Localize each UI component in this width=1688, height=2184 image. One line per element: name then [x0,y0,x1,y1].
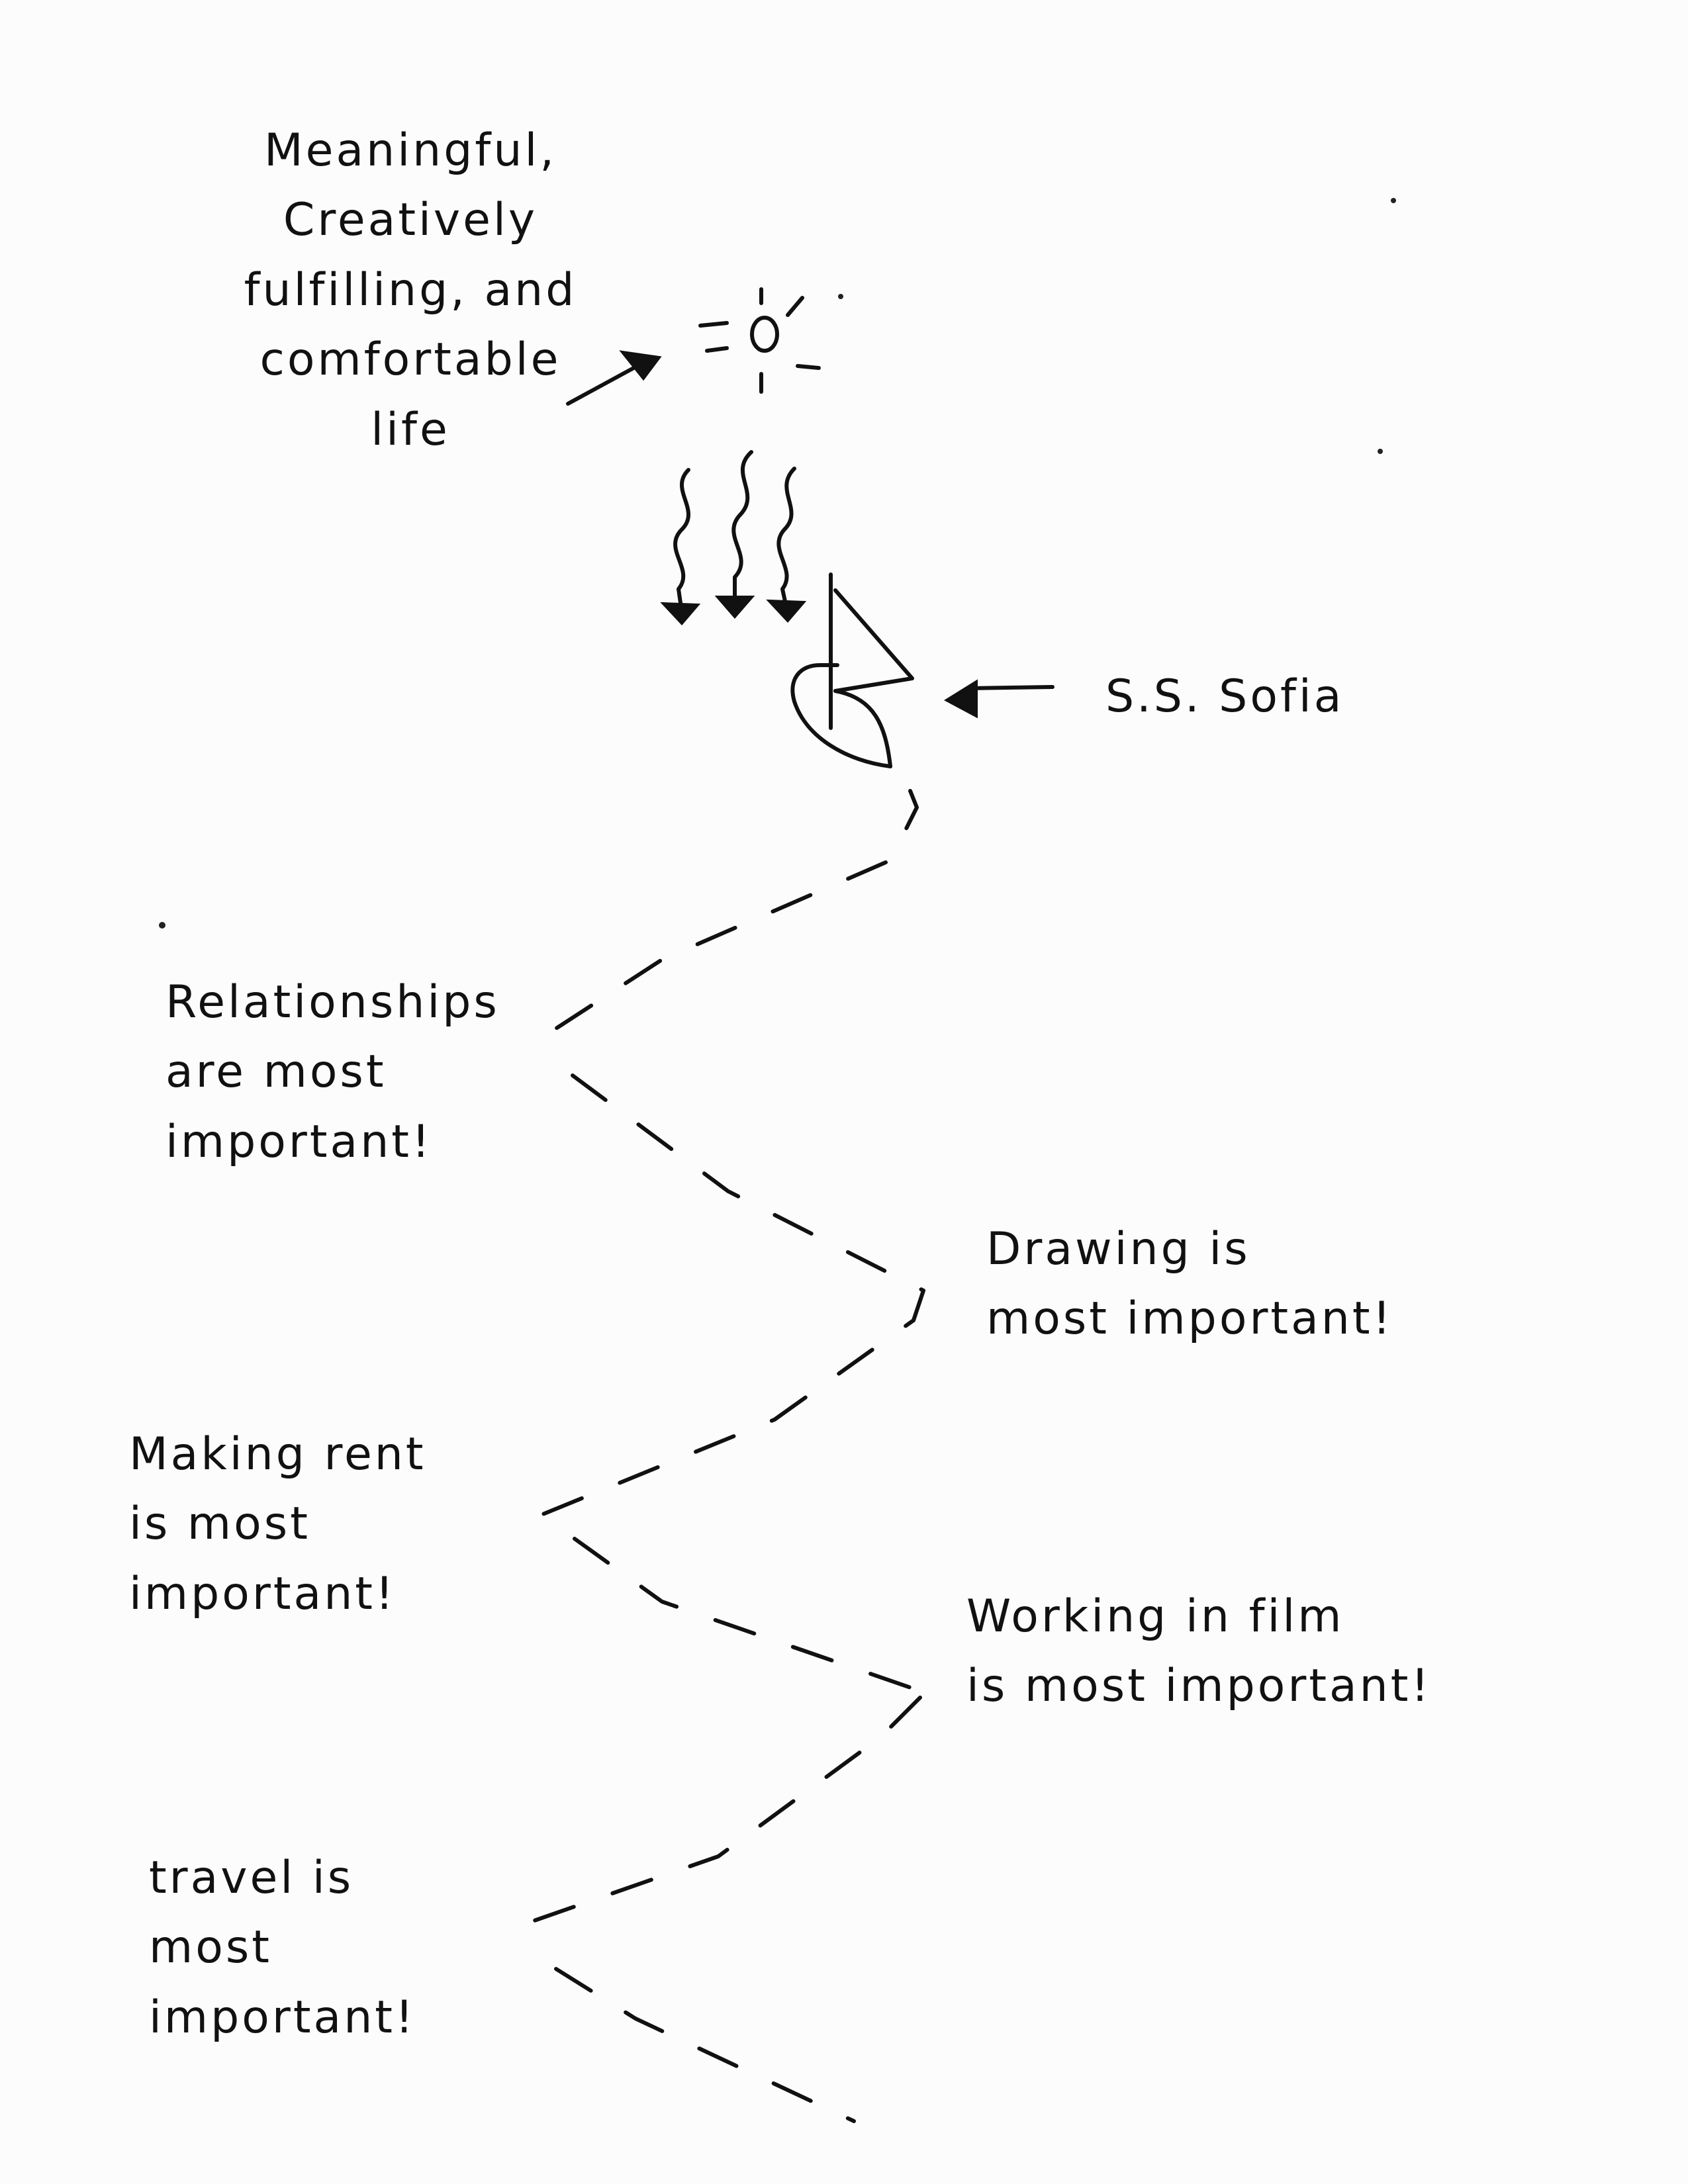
rent-label: Making rent is most important! [129,1428,426,1620]
travel-label: travel is most important! [149,1852,416,2044]
speck [159,922,165,929]
goal-label: Meaningful, Creatively fulfilling, and c… [244,124,577,456]
drawing-label: Drawing is most important! [986,1223,1393,1345]
course-path [508,789,925,2123]
sun-icon [698,287,843,394]
arrow-icon [566,350,662,406]
speck [1378,449,1383,454]
arrow-icon [944,679,1055,719]
relationships-label: Relationships are most important! [165,976,500,1168]
wavy-arrow-icon [660,450,807,625]
sailboat-icon [790,572,914,768]
speck [1391,198,1396,203]
film-label: Working in film is most important! [966,1590,1432,1713]
ship-label: S.S. Sofia [1105,670,1344,723]
